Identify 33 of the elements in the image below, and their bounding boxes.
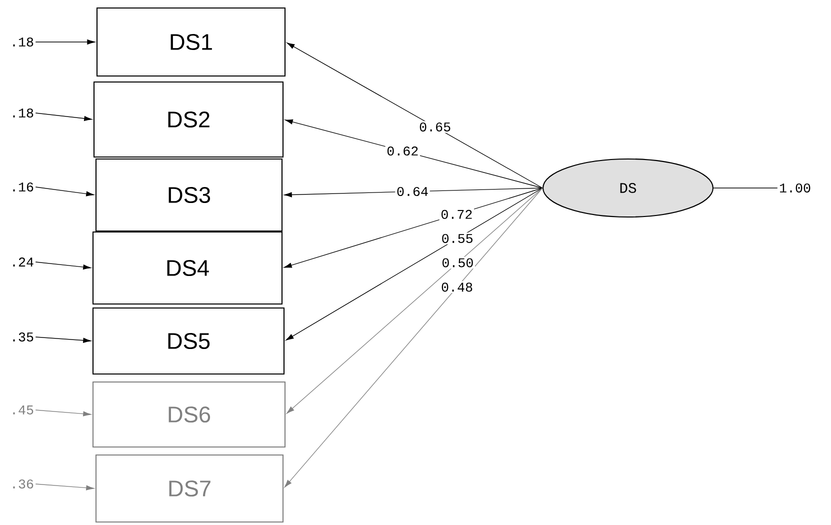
variable-box: DS6 [92,381,286,448]
edge-label: 0.64 [397,186,428,196]
edge-label: 0.65 [420,122,450,132]
path-arrow [35,262,92,270]
edge-label: 0.55 [442,234,472,244]
error-variance: .36 [13,479,34,489]
edge-label: 0.62 [387,146,418,156]
path-arrow [35,336,92,343]
path-arrow [35,112,92,121]
edge-label: 0.48 [442,282,472,292]
path-arrow [35,410,92,416]
error-variance: .45 [13,406,34,414]
path-arrow [286,42,543,188]
path-arrow [35,186,94,196]
path-arrow [284,188,543,488]
variable-box: DS2 [93,81,284,158]
path-arrow [286,188,543,340]
error-variance: .18 [13,108,34,118]
error-variance: .35 [13,332,34,342]
path-arrow [35,40,96,44]
edge-label: 0.50 [442,258,473,268]
error-variance: .18 [13,37,34,47]
variable-box: DS7 [95,454,284,523]
path-arrow [286,188,543,414]
variance-value: 1.00 [780,183,810,193]
path-arrow [35,484,94,490]
error-variance: .24 [13,258,34,266]
variable-box: DS4 [92,231,283,305]
variable-box: DS5 [92,307,285,375]
error-variance: .16 [13,182,34,192]
variable-box: DS3 [95,158,283,232]
variable-box: DS1 [96,7,286,77]
edge-label: 0.72 [442,210,472,219]
